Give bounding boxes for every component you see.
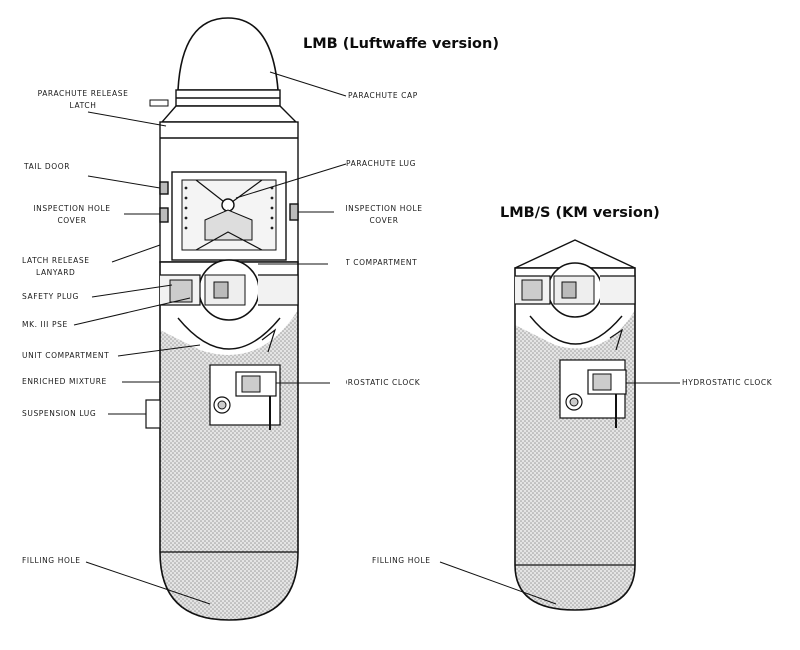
label-filling-hole-lmb: FILLING HOLE (22, 556, 81, 565)
lmbs-explosive-fill (515, 268, 635, 610)
label-hydrostatic-clock-lmbs: HYDROSTATIC CLOCK (682, 378, 773, 387)
label-latch-release-lanyard: LATCH RELEASE LANYARD (22, 255, 90, 279)
label-line: COVER (57, 216, 87, 225)
label-unit-compartment-right: UNIT COMPARTMENT (346, 258, 418, 267)
label-parachute-lug: PARACHUTE LUG (346, 159, 417, 168)
label-tail-door: TAIL DOOR (24, 162, 71, 171)
label-line: INSPECTION HOLE (346, 204, 423, 213)
label-hydrostatic-clock-lmb: HYDROSTATIC CLOCK (346, 378, 421, 387)
lmbs-title: LMB/S (KM version) (500, 205, 660, 221)
lmbs-body-outline (514, 267, 636, 611)
suspension-lug (145, 399, 161, 429)
label-inspection-hole-cover-right: INSPECTION HOLE COVER (346, 203, 430, 227)
lmb-drawing (145, 17, 299, 621)
label-line: COVER (369, 216, 399, 225)
explosive-fill (160, 262, 298, 620)
label-line: LATCH RELEASE (22, 256, 90, 265)
label-line: INSPECTION HOLE (33, 204, 111, 213)
lmb-title: LMB (Luftwaffe version) (303, 36, 499, 52)
parachute-cap (177, 17, 279, 91)
label-unit-compartment-left: UNIT COMPARTMENT (22, 351, 110, 360)
parachute-lug (221, 198, 235, 212)
leader-lines (73, 71, 680, 605)
label-mk3-pse: MK. III PSE (22, 320, 68, 329)
label-line: LATCH (69, 101, 97, 110)
label-line: PARACHUTE RELEASE (37, 89, 129, 98)
body-outline (159, 261, 299, 621)
label-enriched-mixture: ENRICHED MIXTURE (22, 377, 107, 386)
lmbs-drawing (514, 239, 636, 611)
label-inspection-hole-cover-left: INSPECTION HOLE COVER (20, 203, 124, 227)
label-line: LANYARD (36, 268, 76, 277)
label-parachute-release-latch: PARACHUTE RELEASE LATCH (20, 88, 146, 112)
label-filling-hole-lmbs: FILLING HOLE (372, 556, 431, 565)
label-parachute-cap: PARACHUTE CAP (348, 91, 418, 100)
label-safety-plug: SAFETY PLUG (22, 292, 79, 301)
label-suspension-lug: SUSPENSION LUG (22, 409, 97, 418)
right-labels-clip: PARACHUTE CAP PARACHUTE LUG INSPECTION H… (346, 0, 430, 650)
